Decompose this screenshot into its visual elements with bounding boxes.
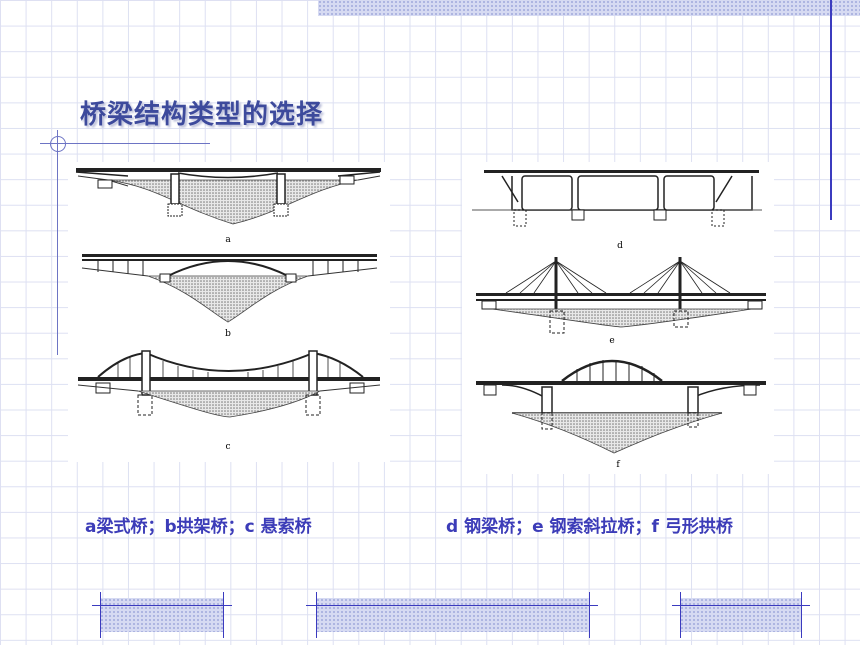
title-underline [40,143,210,144]
bottom-deco-tick-5 [680,592,681,638]
caption-right: d 钢梁桥；e 钢索斜拉桥；f 弓形拱桥 [446,517,733,537]
caption-left: a梁式桥；b拱架桥；c 悬索桥 [85,517,312,537]
label-b: b [225,329,231,339]
bottom-deco-tick-3 [316,592,317,638]
title-vertical-line [57,130,58,355]
label-f: f [616,460,620,470]
bottom-deco-line-1 [92,605,232,606]
bottom-deco-bar-1 [100,598,224,632]
label-a: a [225,235,231,245]
right-bridge-diagrams: d e [472,170,766,470]
right-figure-panel: d e [462,162,774,474]
left-figure-panel: a b [68,162,390,462]
bottom-deco-tick-2 [223,592,224,638]
label-e: e [609,336,614,346]
bottom-deco-tick-1 [100,592,101,638]
bottom-deco-line-2 [306,605,598,606]
label-c: c [225,442,230,452]
title-circle-ornament [50,136,66,152]
slide-title: 桥梁结构类型的选择 [80,100,324,130]
bridge-f-bowstring-arch: f [476,359,766,470]
bottom-deco-bar-3 [680,598,802,632]
bridge-e-cable-stayed: e [476,257,766,346]
top-decorative-band [318,0,860,16]
bridge-b-arch: b [81,254,378,339]
bridge-d-steel-beam: d [472,170,762,251]
bottom-deco-line-3 [672,605,810,606]
bridge-c-suspension: c [77,350,381,452]
bridge-a-beam: a [75,168,381,245]
bottom-deco-bar-2 [316,598,590,632]
label-d: d [617,241,623,251]
bottom-deco-tick-4 [589,592,590,638]
left-bridge-diagrams: a b [75,168,381,452]
right-accent-line [830,0,832,220]
bottom-deco-tick-6 [801,592,802,638]
